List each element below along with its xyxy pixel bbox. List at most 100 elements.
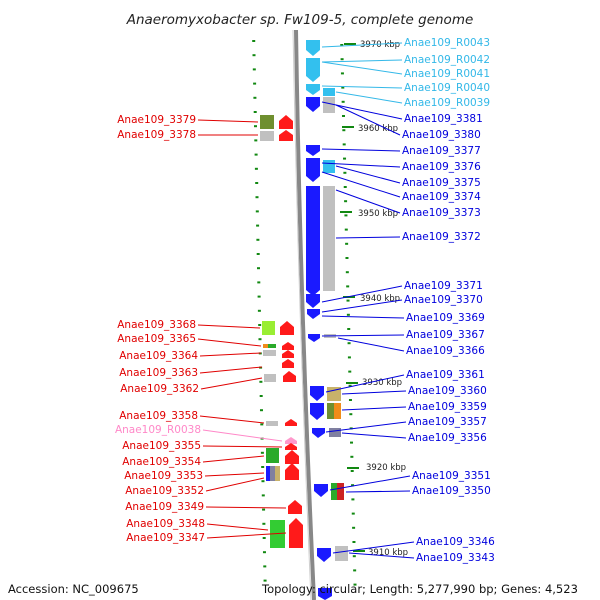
gene-3346[interactable] [317, 548, 331, 562]
label-3350[interactable]: Anae109_3350 [412, 485, 491, 497]
label-r0040[interactable]: Anae109_R0040 [404, 82, 490, 94]
gene-3365-b[interactable] [268, 344, 276, 348]
label-3361[interactable]: Anae109_3361 [406, 369, 485, 381]
gene-3360[interactable] [327, 387, 341, 401]
label-3346[interactable]: Anae109_3346 [416, 536, 495, 548]
gene-3381[interactable] [306, 97, 320, 112]
label-r0038[interactable]: Anae109_R0038 [115, 424, 201, 436]
gene-3362[interactable] [264, 374, 276, 382]
right-connector-line [321, 148, 401, 152]
gene-3371[interactable] [306, 294, 320, 308]
gene-3377[interactable] [306, 145, 320, 156]
label-3357[interactable]: Anae109_3357 [408, 416, 487, 428]
label-3359[interactable]: Anae109_3359 [408, 401, 487, 413]
label-3376[interactable]: Anae109_3376 [402, 161, 481, 173]
gene-3378-arrow[interactable] [279, 130, 293, 141]
gene-r0042[interactable] [306, 58, 320, 82]
gene-3359-b[interactable] [327, 403, 334, 419]
label-3360[interactable]: Anae109_3360 [408, 385, 487, 397]
label-3381[interactable]: Anae109_3381 [404, 113, 483, 125]
label-3369[interactable]: Anae109_3369 [406, 312, 485, 324]
label-3375[interactable]: Anae109_3375 [402, 177, 481, 189]
gene-3374[interactable] [323, 186, 335, 291]
gene-3351[interactable] [314, 484, 328, 497]
gene-3356[interactable] [329, 428, 341, 437]
label-3355[interactable]: Anae109_3355 [122, 440, 201, 452]
kbp-3910: 3910 kbp [368, 548, 408, 558]
gene-3378[interactable] [260, 131, 274, 141]
gene-3362-arrow[interactable] [283, 371, 296, 382]
gene-3358-arrow[interactable] [285, 419, 297, 426]
gene-3358[interactable] [266, 421, 278, 426]
label-r0042[interactable]: Anae109_R0042 [404, 54, 490, 66]
label-3358[interactable]: Anae109_3358 [119, 410, 198, 422]
label-3356[interactable]: Anae109_3356 [408, 432, 487, 444]
label-3348[interactable]: Anae109_3348 [126, 518, 205, 530]
gene-3364[interactable] [263, 350, 276, 356]
gene-3368[interactable] [262, 321, 275, 335]
label-3362[interactable]: Anae109_3362 [120, 383, 199, 395]
gene-3365-a[interactable] [263, 344, 268, 348]
gene-3353-b[interactable] [270, 466, 275, 481]
label-3372[interactable]: Anae109_3372 [402, 231, 481, 243]
label-3380[interactable]: Anae109_3380 [402, 129, 481, 141]
gene-3350-a[interactable] [331, 483, 337, 500]
gene-3361[interactable] [310, 386, 324, 401]
gene-3347-arrow[interactable] [289, 518, 303, 548]
gene-3376[interactable] [306, 158, 320, 182]
gene-3354-arrow[interactable] [285, 450, 299, 464]
right-connector-line [329, 475, 411, 491]
gene-r0038-arrow[interactable] [285, 437, 297, 444]
gene-3368-arrow[interactable] [280, 321, 294, 335]
gene-3372[interactable] [306, 186, 320, 296]
gene-3343[interactable] [335, 546, 348, 561]
tick-mark [343, 171, 347, 174]
gene-3363-arrow[interactable] [282, 359, 294, 368]
label-3352[interactable]: Anae109_3352 [125, 485, 204, 497]
label-3367[interactable]: Anae109_3367 [406, 329, 485, 341]
label-3373[interactable]: Anae109_3373 [402, 207, 481, 219]
gene-3379[interactable] [260, 115, 274, 129]
label-r0039[interactable]: Anae109_R0039 [404, 97, 490, 109]
gene-r0043[interactable] [306, 40, 320, 56]
label-3349[interactable]: Anae109_3349 [125, 501, 204, 513]
gene-3367[interactable] [308, 334, 320, 342]
gene-3370[interactable] [307, 309, 320, 319]
gene-3359[interactable] [310, 403, 324, 420]
gene-3357[interactable] [312, 428, 325, 438]
gene-3375[interactable] [323, 160, 335, 173]
label-3377[interactable]: Anae109_3377 [402, 145, 481, 157]
gene-3364-arrow[interactable] [282, 350, 294, 358]
gene-3365-arrow[interactable] [282, 342, 294, 350]
label-3354[interactable]: Anae109_3354 [122, 456, 201, 468]
label-3368[interactable]: Anae109_3368 [117, 319, 196, 331]
gene-3354[interactable] [266, 448, 279, 463]
label-3353[interactable]: Anae109_3353 [124, 470, 203, 482]
gene-3353-a[interactable] [266, 466, 270, 481]
gene-3379-arrow[interactable] [279, 115, 293, 129]
gene-3359-c[interactable] [334, 403, 341, 419]
label-3366[interactable]: Anae109_3366 [406, 345, 485, 357]
label-r0043[interactable]: Anae109_R0043 [404, 37, 490, 49]
gene-r0039[interactable] [323, 88, 335, 96]
label-3371[interactable]: Anae109_3371 [404, 280, 483, 292]
gene-3380[interactable] [323, 97, 335, 113]
gene-3350-b[interactable] [337, 483, 344, 500]
label-3378[interactable]: Anae109_3378 [117, 129, 196, 141]
label-3351[interactable]: Anae109_3351 [412, 470, 491, 482]
gene-3353-c[interactable] [275, 466, 280, 481]
label-r0041[interactable]: Anae109_R0041 [404, 68, 490, 80]
label-3379[interactable]: Anae109_3379 [117, 114, 196, 126]
label-3365[interactable]: Anae109_3365 [117, 333, 196, 345]
label-3370[interactable]: Anae109_3370 [404, 294, 483, 306]
label-3363[interactable]: Anae109_3363 [119, 367, 198, 379]
label-3374[interactable]: Anae109_3374 [402, 191, 481, 203]
gene-r0041-r0040[interactable] [306, 84, 320, 95]
gene-3355-arrow[interactable] [285, 443, 297, 450]
tick-mark [257, 309, 261, 312]
gene-3349-arrow[interactable] [288, 500, 302, 514]
gene-3352-arrow[interactable] [285, 463, 299, 480]
label-3343[interactable]: Anae109_3343 [416, 552, 495, 564]
label-3347[interactable]: Anae109_3347 [126, 532, 205, 544]
label-3364[interactable]: Anae109_3364 [119, 350, 198, 362]
